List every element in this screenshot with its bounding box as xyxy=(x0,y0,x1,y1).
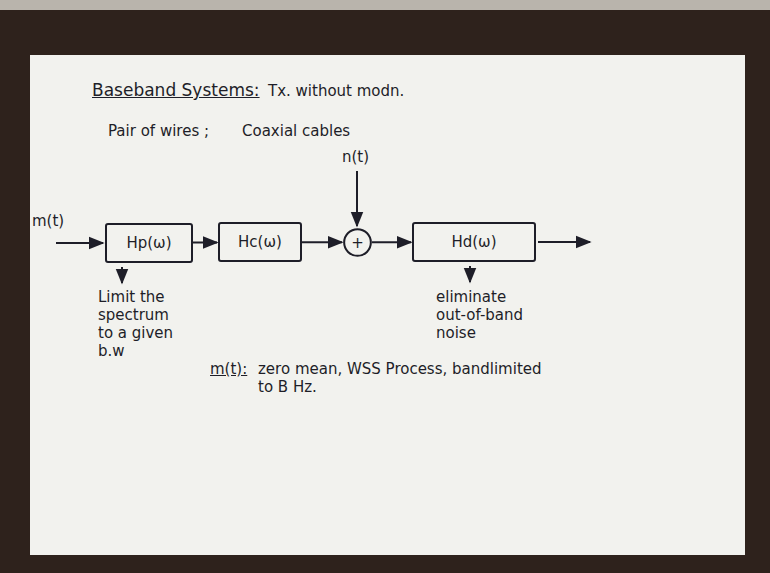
signal-name: m(t) xyxy=(32,212,64,230)
filter-box: Hp(ω) xyxy=(105,223,193,263)
channel-box: Hc(ω) xyxy=(218,222,302,262)
annotation-note: Limit the spectrum to a given b.w xyxy=(98,288,182,360)
node-text: Hp(ω) xyxy=(126,234,171,252)
circle-outline xyxy=(344,229,371,256)
paper-sheet xyxy=(30,55,745,555)
node-text: Hd(ω) xyxy=(451,233,496,251)
signal-arrow xyxy=(302,241,342,243)
signal-arrow xyxy=(193,242,217,244)
filter-box: Hd(ω) xyxy=(412,222,536,262)
signal-name: n(t) xyxy=(342,148,369,166)
medium-label: Pair of wires ; xyxy=(108,122,209,140)
annotation-note: eliminate out-of-band noise xyxy=(436,288,532,342)
noise-wire xyxy=(356,171,358,226)
summing-junction: + xyxy=(343,228,372,257)
diagram-title: Baseband Systems: xyxy=(92,80,260,100)
output-wire xyxy=(538,241,590,243)
note-arrow xyxy=(121,267,123,283)
node-text: + xyxy=(351,234,364,252)
annotation-note: zero mean, WSS Process, bandlimited to B… xyxy=(258,360,548,396)
wall-strip xyxy=(0,0,770,10)
signal-arrow xyxy=(372,241,411,243)
medium-label: Coaxial cables xyxy=(242,122,350,140)
input-wire xyxy=(56,242,103,244)
note-arrow xyxy=(469,266,471,282)
signal-name: m(t): xyxy=(210,360,247,378)
heading-note: Tx. without modn. xyxy=(268,82,404,100)
node-text: Hc(ω) xyxy=(238,233,282,251)
